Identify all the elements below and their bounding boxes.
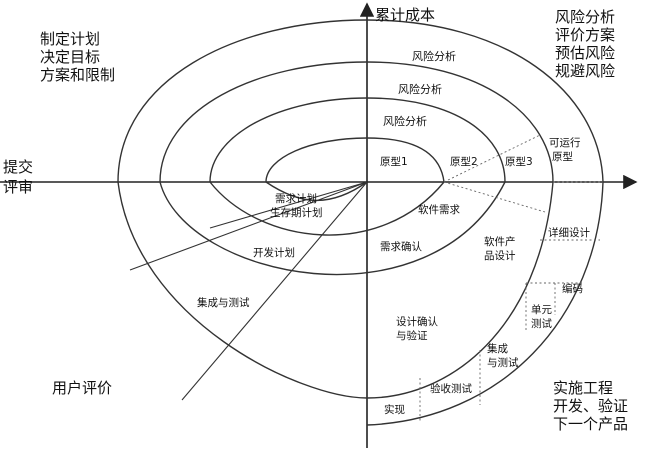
y-axis-label: 累计成本	[375, 6, 435, 24]
risk-label-3: 风险分析	[383, 114, 427, 128]
top-right-text: 风险分析 评价方案 预估风险 规避风险	[555, 8, 620, 80]
bottom-left-text: 用户评价	[52, 379, 112, 397]
implementation: 实现	[384, 403, 405, 416]
development-plan: 开发计划	[253, 246, 295, 259]
ring-1-top	[265, 137, 445, 183]
detailed-design: 详细设计	[548, 226, 590, 239]
diagonal-line-1	[209, 181, 368, 229]
diagonal-line-2	[129, 181, 368, 271]
coding: 编码	[562, 282, 583, 295]
integration-and-test: 集成 与测试	[487, 342, 519, 369]
ring-4-bottom	[117, 181, 554, 399]
requirement-plan: 需求计划 生存期计划	[270, 192, 323, 219]
bottom-right-text: 实施工程 开发、验证 下一个产品	[553, 379, 633, 433]
ring-5-bottom	[366, 181, 604, 426]
acceptance-test: 验收测试	[430, 382, 472, 395]
prototype-2: 原型2	[450, 155, 478, 168]
ring-3-top	[159, 61, 554, 183]
product-design: 软件产 品设计	[484, 235, 519, 262]
ring-4-top	[117, 19, 604, 183]
unit-test: 单元 测试	[531, 304, 555, 330]
risk-label-2: 风险分析	[398, 82, 442, 96]
ring-3-bottom	[159, 181, 506, 276]
requirements-confirmation: 需求确认	[380, 240, 422, 253]
runnable-prototype: 可运行 原型	[549, 136, 584, 163]
prototype-3: 原型3	[505, 155, 533, 168]
left-text: 提交 评审	[3, 158, 38, 196]
top-left-text: 制定计划 决定目标 方案和限制	[40, 30, 115, 84]
prototype-1: 原型1	[380, 155, 408, 168]
diagonal-line-3	[181, 181, 368, 401]
integration-test-left: 集成与测试	[197, 296, 250, 309]
software-requirements: 软件需求	[418, 203, 460, 216]
ring-1-bottom	[265, 181, 368, 202]
design-validation: 设计确认 与验证	[396, 315, 441, 342]
ring-2-top	[209, 97, 506, 183]
risk-label-1: 风险分析	[412, 49, 456, 63]
